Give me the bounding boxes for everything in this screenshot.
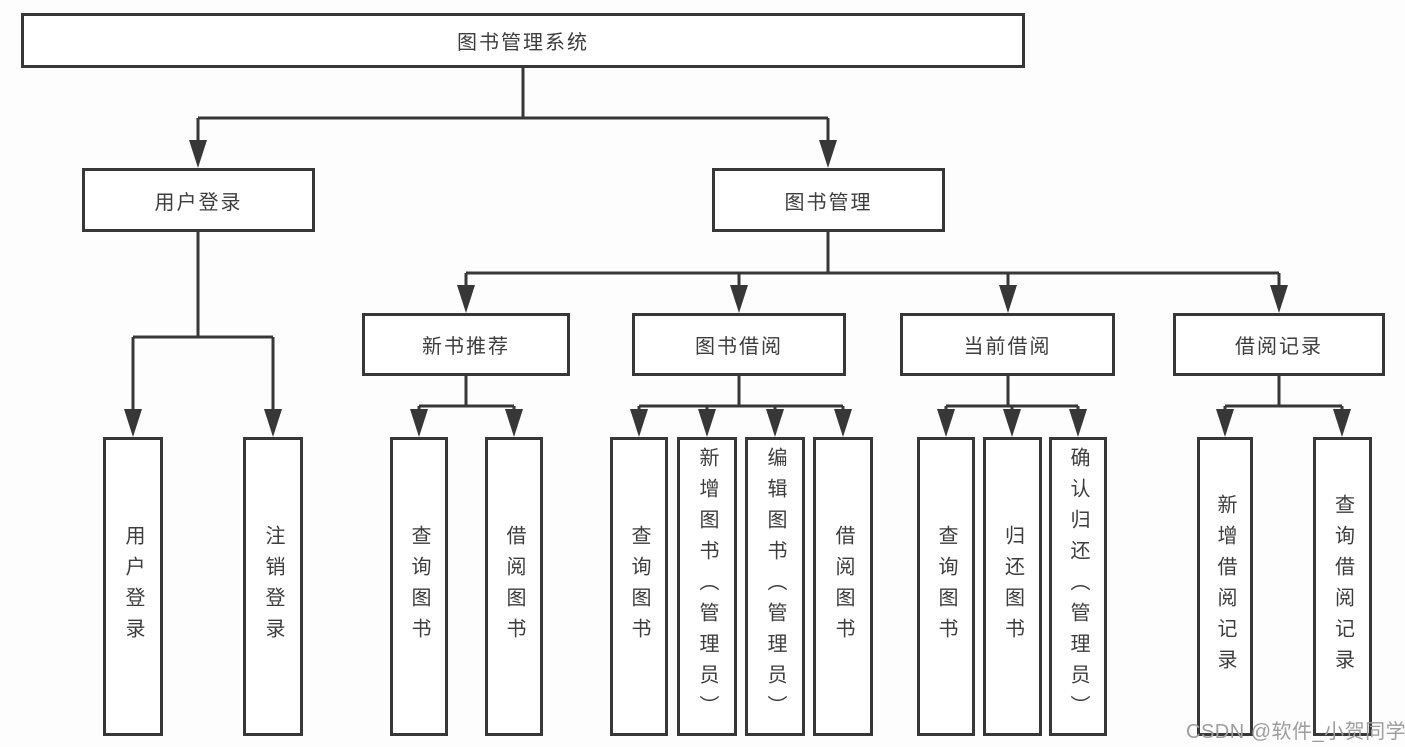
leaf-label: 新增图书（管理员） [696, 447, 718, 726]
leaf-borrow-books-1: 借阅图书 [485, 437, 543, 736]
leaf-logout: 注销登录 [243, 437, 303, 736]
node-borrowing-records: 借阅记录 [1173, 313, 1385, 376]
leaf-label: 编辑图书（管理员） [764, 447, 786, 726]
leaf-label: 借阅图书 [503, 524, 525, 649]
leaf-query-books-2: 查询图书 [610, 437, 668, 736]
leaf-add-borrow-record: 新增借阅记录 [1197, 437, 1253, 736]
leaf-borrow-books-2: 借阅图书 [813, 437, 873, 736]
leaf-confirm-return-admin: 确认归还（管理员） [1049, 437, 1107, 736]
leaf-label: 查询图书 [408, 524, 430, 649]
leaf-label: 查询图书 [628, 524, 650, 649]
leaf-label: 借阅图书 [832, 524, 854, 649]
leaf-label: 归还图书 [1001, 524, 1024, 649]
leaf-query-books-1: 查询图书 [390, 437, 448, 736]
leaf-label: 查询图书 [935, 524, 957, 649]
csdn-watermark: CSDN @软件_小贺同学 [1186, 721, 1405, 743]
leaf-label: 新增借阅记录 [1214, 493, 1236, 680]
leaf-query-borrow-record: 查询借阅记录 [1313, 437, 1372, 736]
leaf-query-books-3: 查询图书 [917, 437, 975, 736]
leaf-return-books: 归还图书 [983, 437, 1042, 736]
node-book-management: 图书管理 [712, 168, 945, 232]
node-new-book-recommendation: 新书推荐 [362, 313, 570, 376]
node-current-borrowing: 当前借阅 [900, 313, 1115, 376]
leaf-add-books-admin: 新增图书（管理员） [677, 437, 737, 736]
leaf-label: 查询借阅记录 [1331, 493, 1354, 680]
node-book-borrowing: 图书借阅 [632, 313, 846, 376]
leaf-label: 确认归还（管理员） [1067, 447, 1089, 726]
leaf-label: 用户登录 [122, 524, 144, 649]
node-library-management-system: 图书管理系统 [21, 13, 1025, 68]
leaf-user-login: 用户登录 [103, 437, 163, 736]
leaf-edit-books-admin: 编辑图书（管理员） [745, 437, 805, 736]
leaf-label: 注销登录 [262, 524, 284, 649]
node-user-login: 用户登录 [82, 168, 315, 232]
